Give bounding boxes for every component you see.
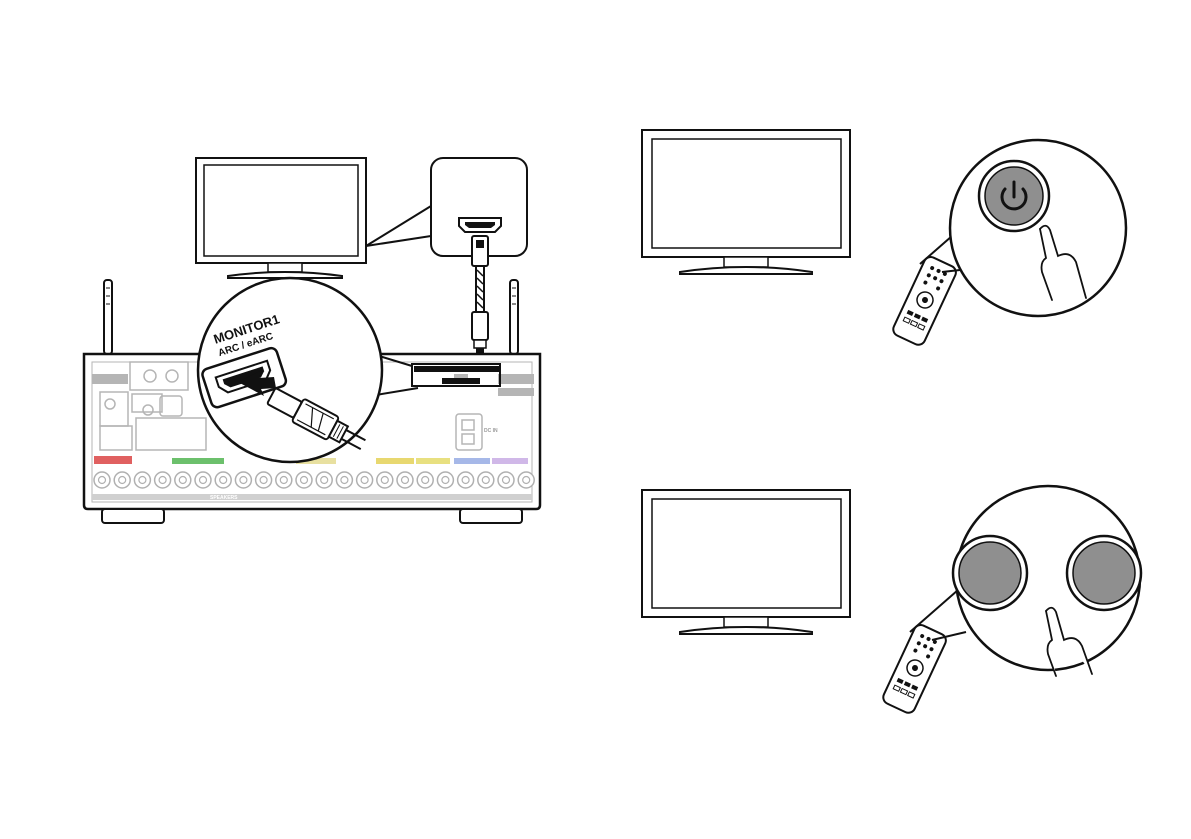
speaker-terminal (215, 472, 231, 488)
hdmi-port-callout (366, 158, 527, 256)
speaker-terminal (498, 472, 514, 488)
speaker-terminal (336, 472, 352, 488)
speaker-terminal (175, 472, 191, 488)
dc-in-label: DC IN (484, 428, 498, 434)
speaker-terminal (357, 472, 373, 488)
right-remote-button[interactable] (1073, 542, 1135, 604)
speaker-terminal (114, 472, 130, 488)
speaker-terminal (134, 472, 150, 488)
speaker-terminal (94, 472, 110, 488)
speaker-terminal (458, 472, 474, 488)
speaker-terminal (377, 472, 393, 488)
hdmi-cable-icon (472, 236, 488, 370)
speaker-terminal (235, 472, 251, 488)
speaker-terminal (155, 472, 171, 488)
tv-right-top (642, 130, 850, 274)
tv-right-bottom (642, 490, 850, 634)
power-button-callout (950, 140, 1126, 316)
speaker-terminal (195, 472, 211, 488)
remote-control-icon (881, 623, 948, 715)
speaker-terminal (296, 472, 312, 488)
left-remote-button[interactable] (959, 542, 1021, 604)
speaker-terminal (518, 472, 534, 488)
hdmi-port-icon (459, 218, 501, 232)
tv-small-left (196, 158, 366, 278)
volume-buttons-callout (953, 486, 1141, 676)
remote-control-icon (891, 255, 958, 347)
speaker-terminal (478, 472, 494, 488)
speaker-terminal (276, 472, 292, 488)
remote-control-bottom (881, 590, 966, 715)
speaker-terminal (417, 472, 433, 488)
speaker-terminal (437, 472, 453, 488)
speakers-label: SPEAKERS (210, 495, 238, 501)
speaker-terminal (397, 472, 413, 488)
speaker-terminal (256, 472, 272, 488)
speaker-terminal (316, 472, 332, 488)
